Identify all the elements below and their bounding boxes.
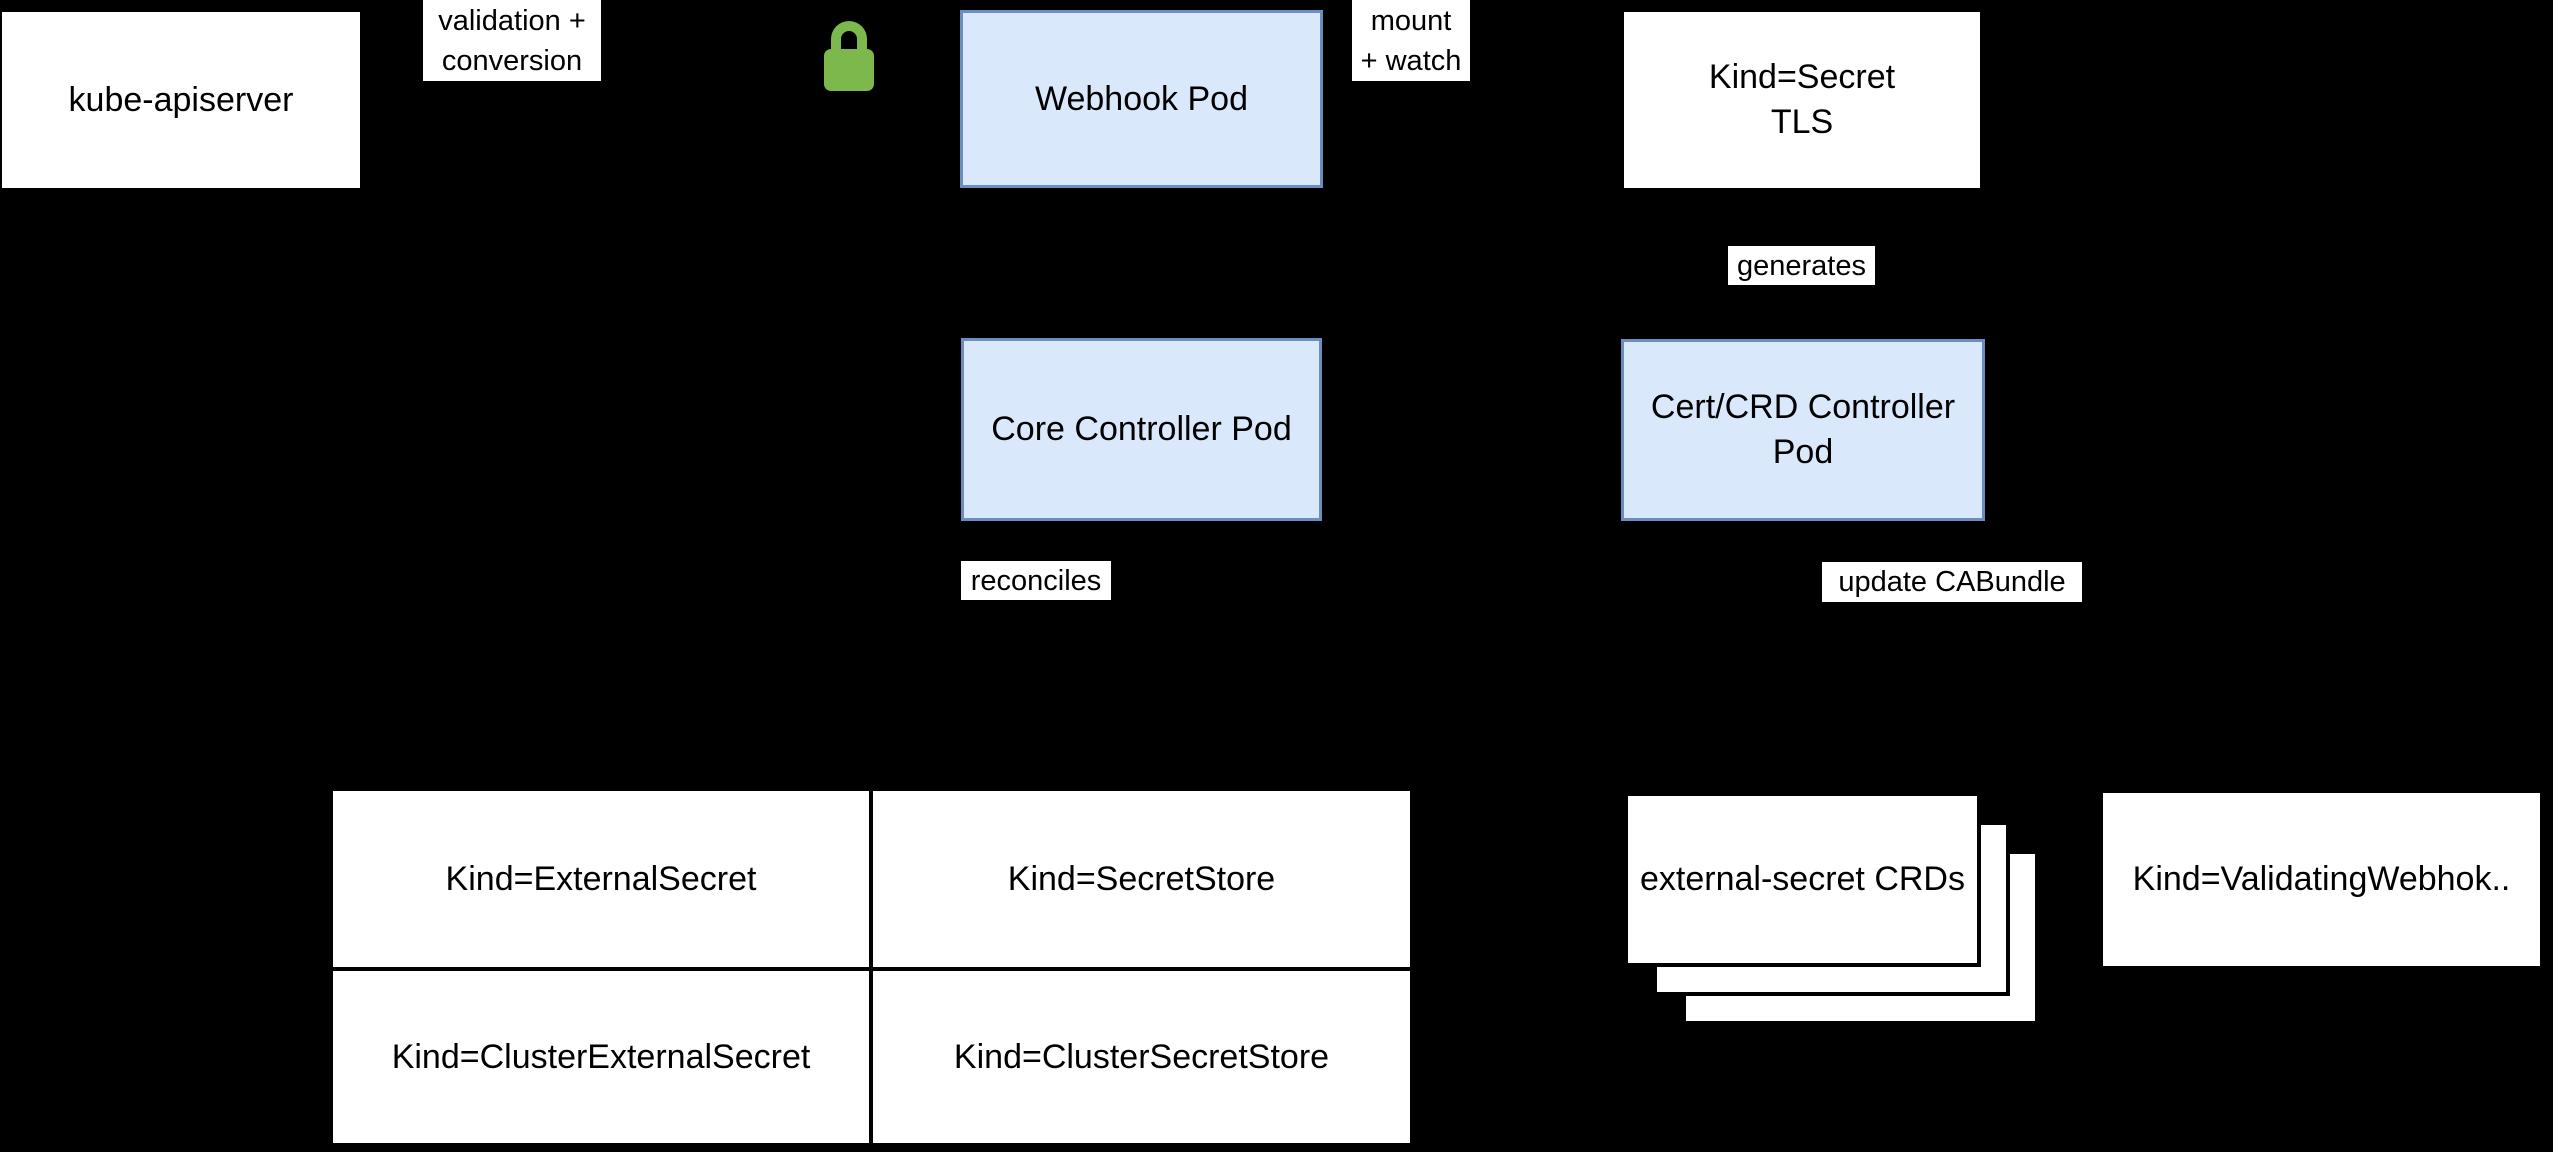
node-cert-crd-controller-line2: Pod (1772, 433, 1834, 471)
node-kind-secret-tls-line2: TLS (1770, 103, 1834, 141)
node-validating-webhook-config: Kind=ValidatingWebhok.. (2103, 793, 2540, 966)
node-webhook-pod: Webhook Pod (960, 10, 1323, 188)
edge-label-update-cabundle: update CABundle (1822, 562, 2082, 602)
edge-label-update-cabundle-text: update CABundle (1838, 566, 2066, 598)
edge-label-generates: generates (1728, 246, 1875, 285)
node-validating-webhook-label: Kind=ValidatingWebhok.. (2132, 860, 2511, 898)
edge-label-mount-line2: + watch (1360, 44, 1462, 77)
crd-stack-sheet-front: external-secret CRDs (1624, 792, 1981, 967)
edge-label-mount-line1: mount (1370, 4, 1452, 37)
node-core-controller-pod-label: Core Controller Pod (991, 410, 1292, 448)
table-cell-cluster-external-secret: Kind=ClusterExternalSecret (333, 971, 869, 1143)
crd-kinds-table: Kind=ExternalSecret Kind=SecretStore Kin… (333, 791, 1410, 1143)
table-cell-external-secret: Kind=ExternalSecret (333, 791, 869, 967)
edge-label-mount-watch: mount + watch (1352, 0, 1470, 81)
lock-body-icon (824, 49, 874, 91)
lock-icon (824, 21, 874, 91)
node-cert-crd-controller-line1: Cert/CRD Controller (1650, 388, 1956, 426)
edge-label-validation-line2: conversion (441, 44, 583, 77)
node-cert-crd-controller-pod: Cert/CRD Controller Pod (1621, 339, 1985, 521)
edge-label-reconciles: reconciles (961, 561, 1111, 600)
node-kind-secret-tls-line1: Kind=Secret (1708, 58, 1896, 96)
lock-shackle-icon (831, 21, 867, 51)
node-kube-apiserver: kube-apiserver (2, 12, 360, 188)
edge-label-validation-conversion: validation + conversion (423, 0, 601, 81)
edge-label-reconciles-text: reconciles (970, 564, 1102, 597)
table-cell-secret-store: Kind=SecretStore (873, 791, 1410, 967)
crd-stack-label: external-secret CRDs (1640, 860, 1965, 898)
node-core-controller-pod: Core Controller Pod (961, 338, 1322, 521)
node-webhook-pod-label: Webhook Pod (1035, 79, 1248, 118)
node-kube-apiserver-label: kube-apiserver (68, 80, 294, 119)
node-kind-secret-tls: Kind=Secret TLS (1624, 12, 1980, 188)
edge-label-validation-line1: validation + (438, 4, 586, 37)
table-cell-cluster-secret-store: Kind=ClusterSecretStore (873, 971, 1410, 1143)
edge-label-generates-text: generates (1737, 249, 1866, 282)
